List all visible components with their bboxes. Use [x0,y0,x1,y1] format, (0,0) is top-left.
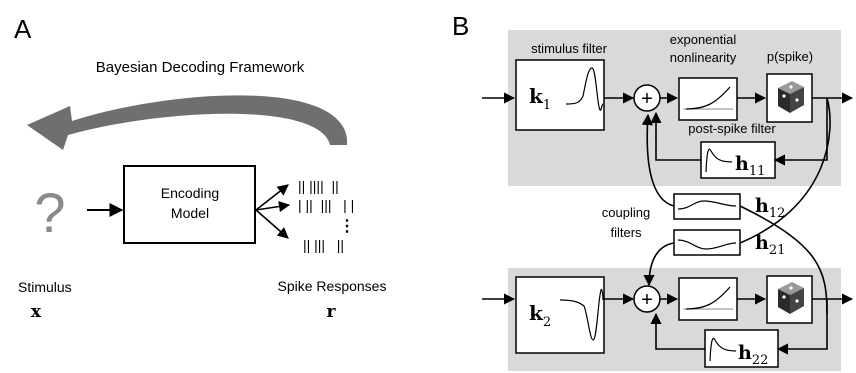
output-arrow-3 [255,209,289,239]
nonlinearity-label-line1: exponential [670,32,737,47]
h11-label: h11 [735,153,765,179]
h11-waveform [705,148,733,173]
stimulus-filter-k2-box [515,276,605,354]
k2-waveform [559,288,604,341]
panel-a: A Bayesian Decoding Framework ? Encoding… [14,14,386,322]
panel-b: B stimulus filter exponential nonlineari… [452,11,854,371]
h21-label: h21 [755,232,785,258]
responses-symbol: r [327,302,337,322]
h12-label: h12 [755,195,785,221]
self-feedback-out-1 [650,111,701,161]
spike-train-1: || |||| || [298,178,339,194]
h22-waveform [709,337,737,362]
h11-box [700,141,776,179]
nonlinearity-box-2 [678,277,738,321]
sum-symbol-2: + [641,289,653,311]
sum-symbol-1: + [641,88,653,110]
p-spike-label: p(spike) [767,49,813,64]
output-arrow-1 [255,184,289,211]
stimulus-label: Stimulus [18,279,72,295]
encoding-model-label-line2: Model [171,205,209,221]
coupling-label-line2: filters [610,225,642,240]
stimulus-symbol: x [31,302,42,322]
output-arrow-2 [255,200,291,213]
coupling-path-from-neuron-1 [739,97,831,244]
encoding-model-label-line1: Encoding [161,185,219,201]
vertical-ellipsis: ⋮ [339,218,355,235]
panel-b-letter: B [452,11,469,41]
h12-waveform [677,200,737,210]
coupling-arrow-to-neuron-1 [641,113,675,207]
coupling-label-line1: coupling [602,205,650,220]
h22-label: h22 [738,342,768,368]
h21-box [673,229,741,256]
self-feedback-in-2 [776,299,828,355]
framework-title: Bayesian Decoding Framework [96,59,305,76]
spike-train-3: || ||| || [303,237,344,253]
nonlinearity-label-line2: nonlinearity [670,50,737,65]
responses-label: Spike Responses [278,278,387,294]
k1-label: k1 [529,84,551,113]
self-feedback-in-1 [773,98,828,166]
unknown-stimulus-symbol: ? [34,181,65,244]
stimulus-filter-label: stimulus filter [531,41,608,56]
post-spike-filter-label: post-spike filter [688,121,776,136]
k1-waveform [565,67,604,111]
panel-a-letter: A [14,14,32,44]
encoding-model-box [123,165,256,244]
k2-label: k2 [529,301,551,330]
exponential-curve-2 [685,286,731,310]
dice-icon [778,81,804,113]
h12-box [673,193,741,220]
exponential-curve-1 [685,86,731,110]
decoding-arrow [27,95,348,150]
nonlinearity-box-1 [678,77,738,121]
spike-train-2: | || ||| | | [298,197,354,213]
dice-icon [778,282,804,314]
self-feedback-out-2 [650,312,705,350]
coupling-arrow-to-neuron-2 [643,242,675,287]
h21-waveform [677,239,737,250]
